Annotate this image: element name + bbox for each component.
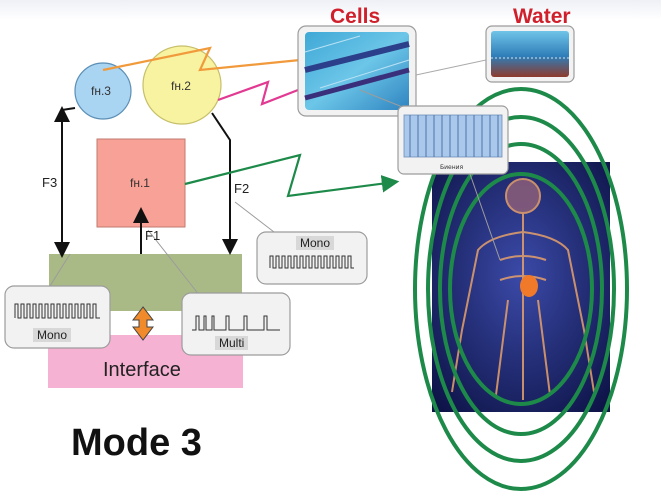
cells-callout-line (415, 59, 487, 76)
mono-callout-top (234, 201, 368, 285)
fh1-label: fн.1 (130, 176, 150, 190)
link-orange (102, 46, 301, 72)
link-green (184, 153, 400, 198)
mono-left-tag: Mono (33, 328, 72, 342)
multi-tag: Multi (215, 336, 249, 350)
bidirectional-arrow-icon (131, 306, 155, 341)
beat-label: Биения (440, 164, 464, 171)
heart-icon (520, 275, 538, 297)
fh2-label: fн.2 (171, 79, 191, 93)
water-image (485, 25, 575, 83)
cells-title: Cells (330, 5, 381, 28)
interface-label: Interface (103, 359, 181, 381)
fh3-label: fн.3 (91, 84, 111, 98)
link-magenta (217, 80, 299, 106)
mode-title: Mode 3 (71, 422, 202, 464)
cells-image (297, 25, 417, 117)
multi-callout (147, 229, 291, 356)
f3-label: F3 (42, 175, 58, 190)
field-rings (413, 87, 629, 491)
mono-callout-left (4, 253, 111, 349)
water-title: Water (513, 5, 571, 28)
flow-arrows (54, 106, 238, 258)
f2-label: F2 (234, 181, 250, 196)
mono-top-tag: Mono (296, 236, 335, 250)
body-figure (451, 178, 595, 400)
fh3-circle (74, 62, 132, 120)
beat-signal-image (359, 89, 509, 261)
f1-label: F1 (145, 228, 161, 243)
